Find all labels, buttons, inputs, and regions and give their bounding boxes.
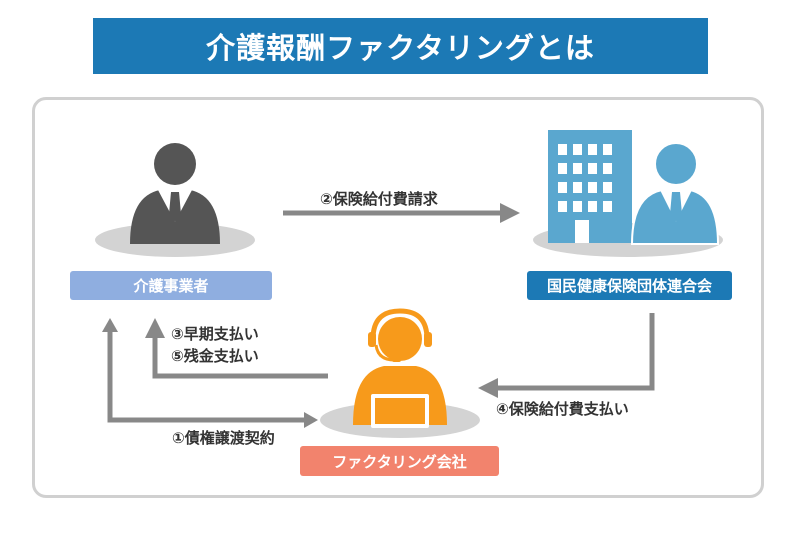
contract-arrow-label: ①債権譲渡契約 — [172, 429, 275, 447]
operator-headset-icon — [320, 308, 480, 438]
contract-arrow-head-up — [102, 318, 118, 332]
business-person-icon — [95, 143, 255, 257]
contract-arrow-head-right — [304, 412, 318, 428]
provider-label: 介護事業者 — [70, 271, 272, 300]
benefit-payment-arrow — [478, 313, 655, 398]
page-title: 介護報酬ファクタリングとは — [93, 18, 708, 74]
claim-arrow-label: ②保険給付費請求 — [320, 190, 438, 208]
national-insurance-label: 国民健康保険団体連合会 — [527, 271, 732, 300]
benefit-payment-label: ④保険給付費支払い — [496, 400, 629, 418]
contract-arrow — [107, 328, 306, 423]
balance-payment-label: ⑤残金支払い — [171, 347, 259, 365]
business-person-icon — [630, 142, 720, 245]
payment-arrow — [145, 318, 328, 379]
factoring-company-label: ファクタリング会社 — [300, 446, 499, 476]
early-payment-label: ③早期支払い — [171, 325, 259, 343]
